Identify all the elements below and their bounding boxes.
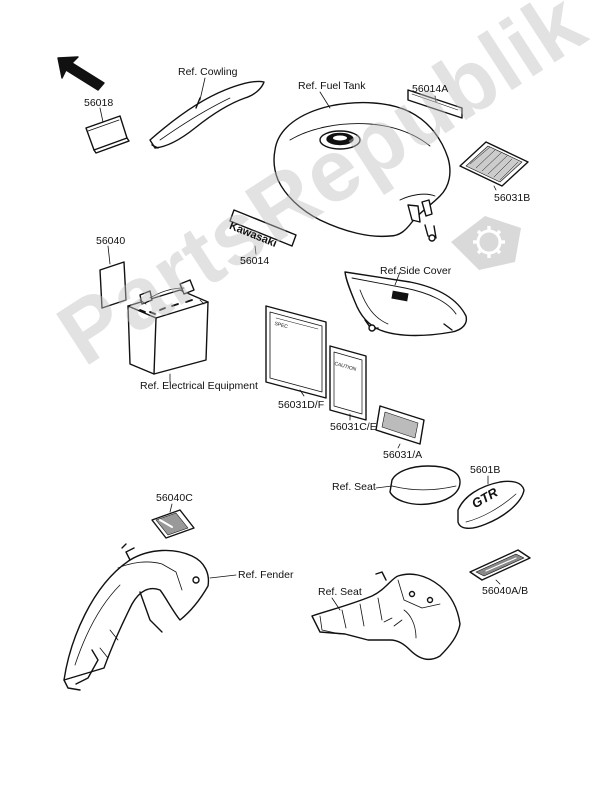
label-56031A: 56031/A [383, 449, 423, 461]
label-5601B: 5601B [470, 464, 501, 476]
label-ref-fuel-tank: Ref. Fuel Tank [298, 80, 366, 92]
label-56031B: 56031B [494, 192, 531, 204]
label-56040: 56040 [96, 235, 126, 247]
part-56031A [375, 405, 425, 445]
label-ref-fender: Ref. Fender [238, 569, 294, 581]
label-ref-seat-lower: Ref. Seat [318, 586, 362, 598]
part-56018 [85, 115, 130, 154]
part-56014A [407, 89, 463, 119]
gtr-decal [457, 480, 525, 529]
label-56031DF: 56031D/F [278, 399, 325, 411]
label-ref-electrical-equipment: Ref. Electrical Equipment [140, 380, 258, 392]
label-56014A: 56014A [412, 83, 449, 95]
gear-icon [451, 216, 521, 270]
ref-cowling-part [149, 77, 265, 149]
seat-underside-part [311, 571, 461, 661]
part-56031DF [265, 305, 327, 399]
label-56040C: 56040C [156, 492, 193, 504]
label-56018: 56018 [84, 97, 114, 109]
part-56040C [151, 503, 195, 539]
part-56040 [99, 261, 127, 309]
side-cover-part [344, 271, 468, 337]
label-56040AB: 56040A/B [482, 585, 529, 597]
label-56014: 56014 [240, 255, 270, 267]
kawasaki-decal [229, 209, 297, 247]
part-56040AB [469, 549, 531, 581]
label-56031CE: 56031C/E [330, 421, 377, 433]
fender-part [63, 543, 237, 691]
battery-part [127, 279, 209, 383]
part-56031B [459, 141, 529, 187]
label-ref-side-cover: Ref.Side Cover [380, 265, 452, 277]
seat-part [375, 465, 461, 506]
label-ref-cowling: Ref. Cowling [178, 66, 238, 78]
fuel-tank-part [273, 91, 451, 242]
label-ref-seat-upper: Ref. Seat [332, 481, 376, 493]
leader-lines [99, 95, 501, 585]
direction-arrow-icon [57, 56, 105, 91]
part-56031CE [329, 345, 367, 421]
